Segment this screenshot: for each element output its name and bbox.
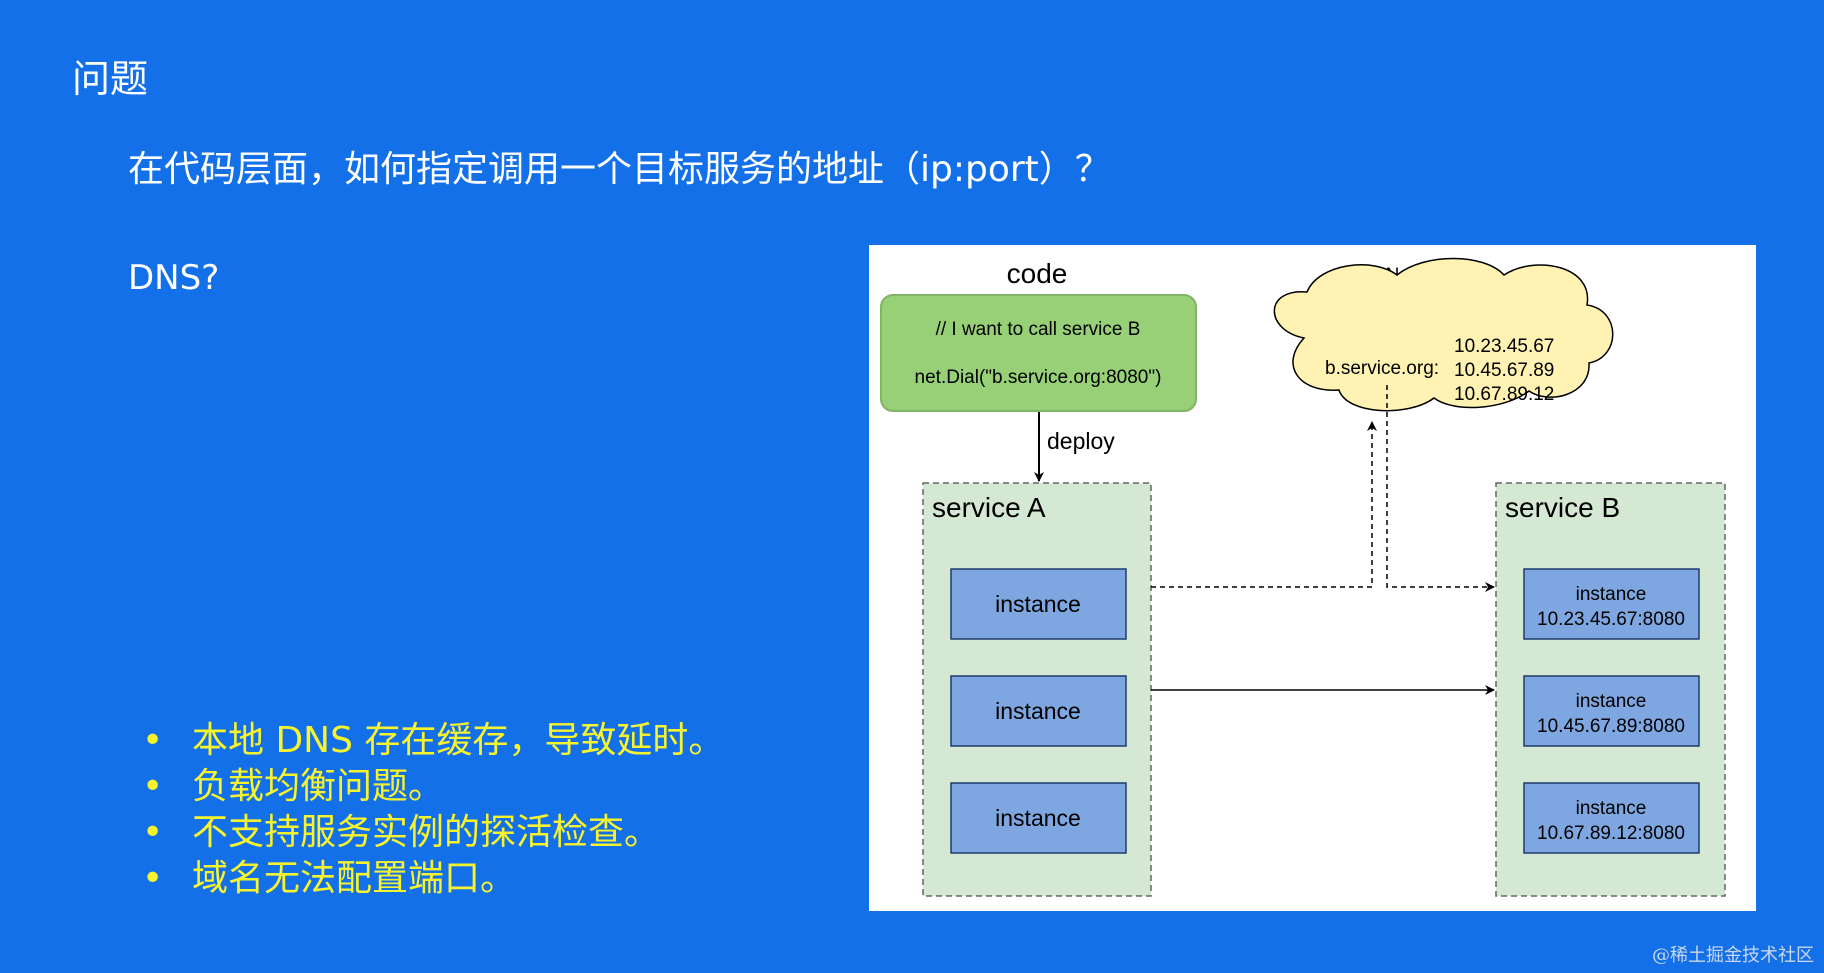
instance-address: 10.67.89.12:8080	[1537, 823, 1685, 844]
slide-title: 问题	[72, 57, 149, 101]
instance-address: 10.45.67.89:8080	[1537, 716, 1685, 737]
problem-item: 域名无法配置端口。	[140, 856, 724, 902]
problem-item: 本地 DNS 存在缓存，导致延时。	[140, 718, 724, 764]
nameserver-ip: 10.67.89.12	[1454, 384, 1554, 405]
nameserver-ip: 10.23.45.67	[1454, 336, 1554, 357]
code-box	[880, 294, 1197, 412]
deploy-label: deploy	[1047, 428, 1115, 454]
service-b-instance	[1523, 568, 1700, 640]
service-a-instance	[950, 782, 1127, 854]
dns-query-arrow	[1151, 421, 1377, 588]
code-title: code	[1007, 258, 1068, 289]
service-a-instance	[950, 568, 1127, 640]
instance-label: instance	[995, 591, 1081, 617]
instance-label: instance	[1576, 584, 1647, 605]
service-a-label: service A	[932, 492, 1046, 523]
nameserver-cloud	[1273, 257, 1614, 412]
instance-address: 10.23.45.67:8080	[1537, 609, 1685, 630]
service-b-label: service B	[1505, 492, 1620, 523]
code-call: net.Dial("b.service.org:8080")	[915, 367, 1162, 388]
service-b-instance	[1523, 782, 1700, 854]
dns-diagram: code // I want to call service B net.Dia…	[869, 245, 1756, 911]
instance-label: instance	[995, 805, 1081, 831]
dns-resolve-arrow	[1386, 385, 1495, 592]
question-text: 在代码层面，如何指定调用一个目标服务的地址（ip:port）？	[128, 149, 1111, 190]
service-b-instance	[1523, 675, 1700, 747]
service-a-instance	[950, 675, 1127, 747]
instance-label: instance	[1576, 798, 1647, 819]
problem-item: 负载均衡问题。	[140, 764, 724, 810]
instance-label: instance	[1576, 691, 1647, 712]
footer-watermark: @稀土掘金技术社区	[1652, 945, 1814, 966]
instance-label: instance	[995, 698, 1081, 724]
nameserver-domain: b.service.org:	[1325, 358, 1439, 379]
problem-list: 本地 DNS 存在缓存，导致延时。 负载均衡问题。 不支持服务实例的探活检查。 …	[140, 718, 724, 902]
nameserver-ip: 10.45.67.89	[1454, 360, 1554, 381]
code-comment: // I want to call service B	[936, 319, 1141, 340]
dns-heading: DNS?	[128, 258, 220, 298]
problem-item: 不支持服务实例的探活检查。	[140, 810, 724, 856]
